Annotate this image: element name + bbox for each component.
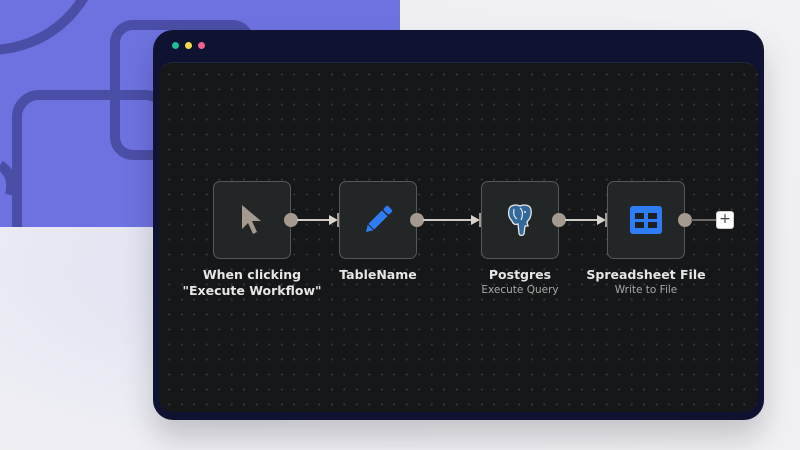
window-dot-green[interactable] [172, 42, 179, 49]
output-handle-trigger[interactable] [284, 213, 298, 227]
table-grid-icon [630, 206, 662, 234]
output-handle-postgres[interactable] [552, 213, 566, 227]
cursor-icon [242, 205, 261, 234]
arrow-icon [329, 215, 338, 225]
node-postgres[interactable] [481, 181, 559, 259]
workflow-canvas[interactable]: When clicking "Execute Workflow" TableNa… [159, 62, 758, 412]
window-dot-yellow[interactable] [185, 42, 192, 49]
app-window: When clicking "Execute Workflow" TableNa… [153, 30, 764, 420]
node-label-manual-trigger: When clicking "Execute Workflow" [182, 267, 322, 298]
node-subtitle-spreadsheet-file: Write to File [614, 284, 678, 296]
node-label-tablename: TableName [339, 267, 417, 282]
node-tablename[interactable] [339, 181, 417, 259]
connection-trigger-to-tablename[interactable] [297, 219, 333, 221]
node-spreadsheet-file[interactable] [607, 181, 685, 259]
connection-stub [691, 219, 717, 221]
connection-tablename-to-postgres[interactable] [423, 219, 477, 221]
output-handle-tablename[interactable] [410, 213, 424, 227]
connection-postgres-to-spreadsheet[interactable] [565, 219, 601, 221]
node-manual-trigger[interactable] [213, 181, 291, 259]
node-label-spreadsheet-file: Spreadsheet File Write to File [566, 267, 726, 297]
postgres-elephant-icon [507, 204, 532, 236]
pencil-icon [365, 205, 393, 233]
node-label-postgres: Postgres Execute Query [440, 267, 600, 297]
add-node-button[interactable]: + [716, 211, 734, 229]
node-subtitle-postgres: Execute Query [481, 284, 559, 296]
output-handle-spreadsheet[interactable] [678, 213, 692, 227]
window-dot-red[interactable] [198, 42, 205, 49]
arrow-icon [471, 215, 480, 225]
window-controls [172, 42, 205, 49]
arrow-icon [597, 215, 606, 225]
